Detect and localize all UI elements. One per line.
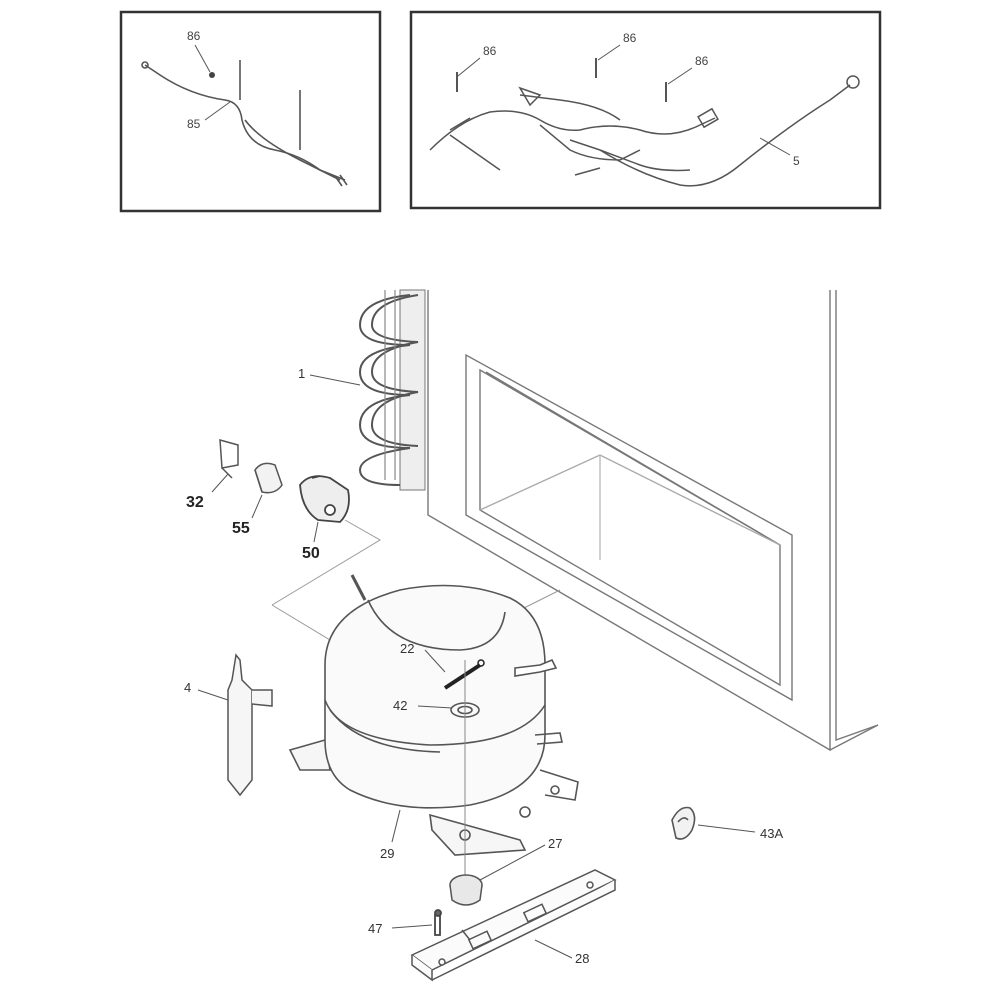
callout-86-a: 86 — [483, 44, 497, 58]
callout-clip: 47 — [368, 921, 382, 936]
harness-wire-right — [429, 75, 860, 187]
leader-5 — [759, 137, 791, 156]
callout-85: 85 — [187, 117, 201, 131]
leader-grommet-top — [417, 705, 453, 709]
base-rail — [410, 869, 617, 982]
filter-drier — [227, 653, 273, 797]
leader-85 — [204, 101, 231, 121]
inset-right-panel: 86 86 86 5 — [409, 10, 882, 210]
callout-condenser: 1 — [298, 366, 305, 381]
callout-base: 28 — [575, 951, 589, 966]
leader-clip — [391, 924, 433, 929]
leader-86-c — [667, 67, 693, 85]
start-relay — [254, 462, 283, 494]
harness-wire-left — [141, 60, 348, 187]
callout-grommet-top: 42 — [393, 698, 407, 713]
leader-condenser — [309, 374, 361, 386]
mounting-guide-lines — [271, 519, 561, 641]
callout-overload: 50 — [302, 545, 320, 562]
rubber-grommet — [449, 874, 483, 906]
callout-shield: 22 — [400, 641, 414, 656]
callout-relay: 55 — [232, 520, 250, 537]
cabinet-outline — [427, 290, 879, 752]
callout-grommet: 27 — [548, 836, 562, 851]
callout-bracket: 32 — [186, 494, 204, 511]
callout-5: 5 — [793, 154, 800, 168]
tube-clamp — [671, 806, 696, 840]
compressor-shield-clip — [443, 659, 485, 690]
callout-compressor: 29 — [380, 846, 394, 861]
leader-base — [534, 939, 573, 959]
leader-relay — [251, 494, 263, 519]
leader-drier — [197, 689, 229, 701]
leader-shield — [424, 649, 446, 673]
screw-icon — [209, 72, 215, 78]
callout-86-b: 86 — [623, 31, 637, 45]
callout-86-c: 86 — [695, 54, 709, 68]
callout-drier: 4 — [184, 680, 191, 695]
leader-clamp — [697, 824, 756, 833]
leader-compressor — [391, 809, 401, 843]
relay-bracket — [219, 438, 239, 479]
inset-left-panel: 86 85 — [119, 10, 382, 213]
callout-clamp: 43A — [760, 826, 783, 841]
mounting-clip — [434, 909, 442, 936]
leader-86-left — [194, 44, 211, 73]
condenser-coil — [358, 289, 426, 491]
leader-bracket — [211, 473, 229, 493]
leader-overload — [313, 521, 319, 543]
compressor — [288, 574, 579, 856]
leader-grommet — [479, 844, 546, 881]
leader-86-b — [597, 44, 621, 61]
overload-protector — [299, 475, 350, 523]
callout-86-left: 86 — [187, 29, 201, 43]
leader-86-a — [457, 57, 481, 77]
